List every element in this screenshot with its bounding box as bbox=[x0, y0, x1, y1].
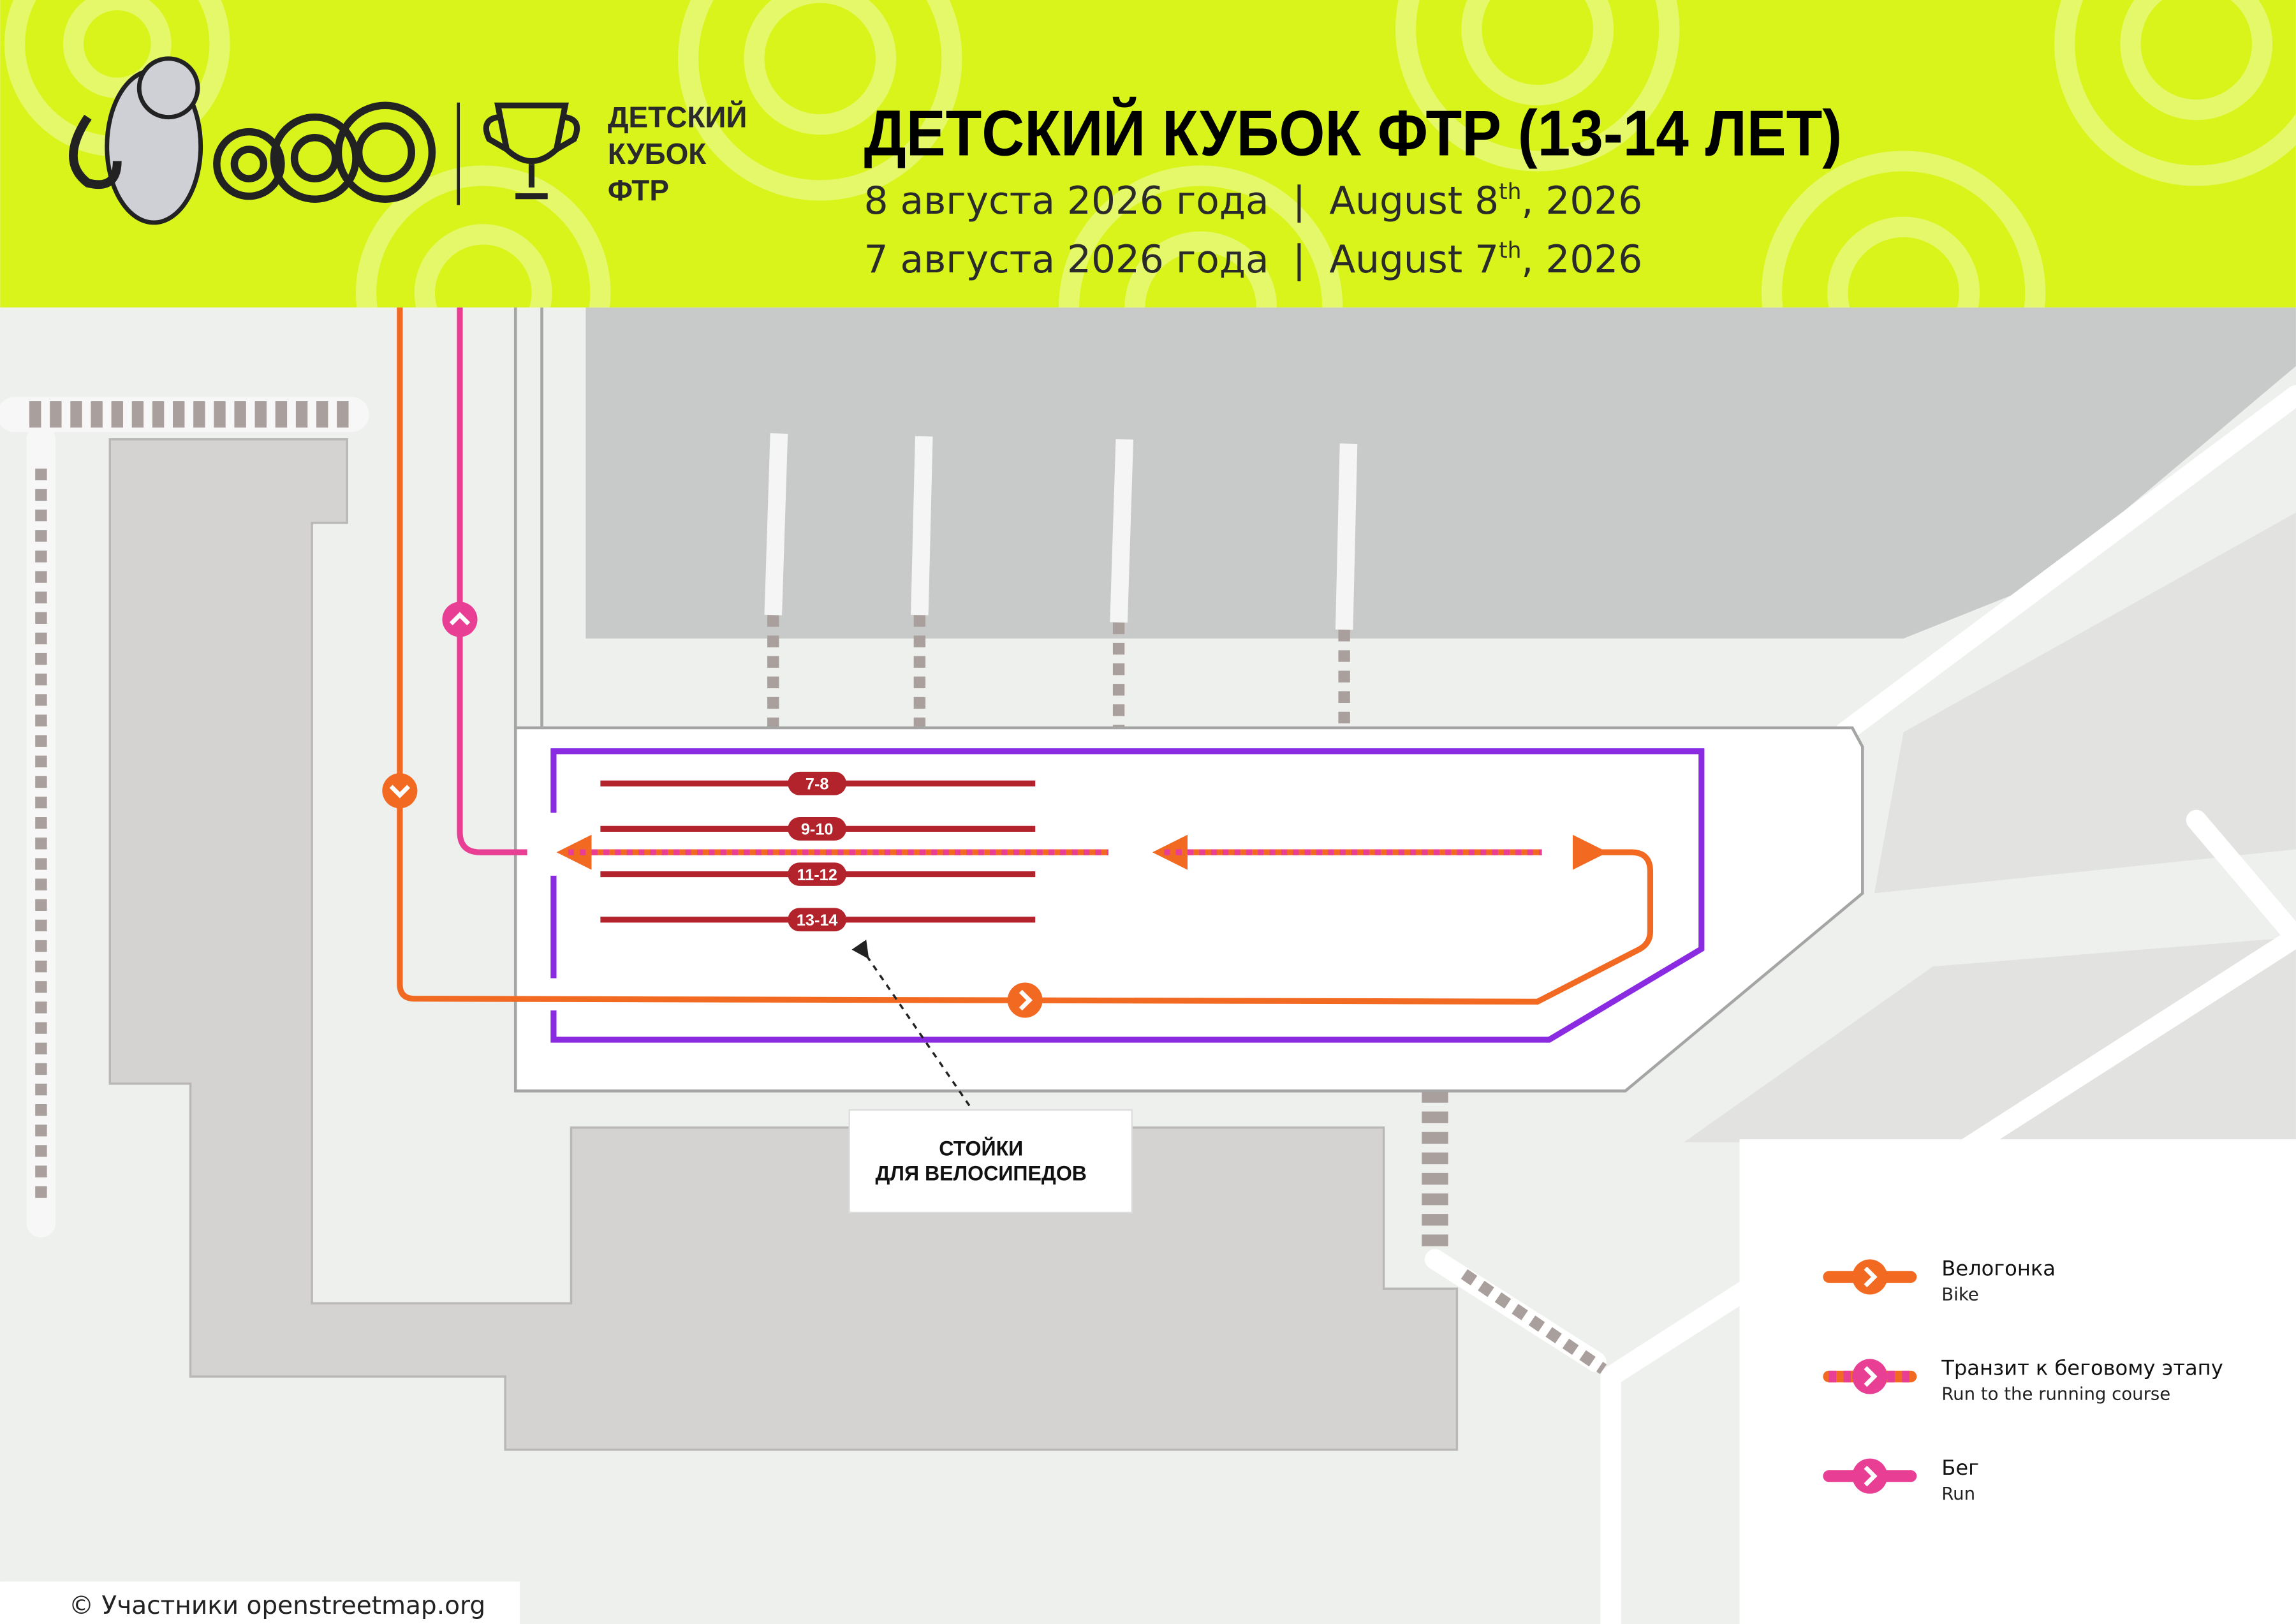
logo-text-line: КУБОК bbox=[608, 137, 707, 170]
event-date-2: 7 августа 2026 года | August 7th, 2026 bbox=[864, 238, 1643, 282]
transition-zone-boundary bbox=[550, 748, 1705, 1043]
run-direction-up-icon bbox=[442, 602, 478, 637]
date-en: August 7 bbox=[1329, 238, 1499, 282]
date-separator: | bbox=[1293, 238, 1306, 282]
logo-text-line: ДЕТСКИЙ bbox=[608, 101, 747, 134]
transit-route-icon bbox=[1852, 1359, 1888, 1394]
mascot-logo bbox=[69, 56, 436, 225]
parking-area bbox=[585, 307, 2296, 639]
building bbox=[1874, 512, 2296, 894]
legend-label-en: Run to the running course bbox=[1941, 1384, 2170, 1405]
callout-line1: СТОЙКИ bbox=[939, 1137, 1023, 1160]
legend-label-ru: Бег bbox=[1941, 1456, 1979, 1480]
event-date-1: 8 августа 2026 года | August 8th, 2026 bbox=[864, 179, 1643, 223]
bike-direction-down-icon bbox=[382, 773, 418, 809]
building bbox=[1684, 937, 2296, 1142]
date-separator: | bbox=[1293, 179, 1306, 223]
bike-direction-right-icon bbox=[1007, 982, 1043, 1018]
date-ru: 8 августа 2026 года bbox=[864, 179, 1269, 223]
callout-pointer bbox=[851, 940, 971, 1107]
header-banner bbox=[0, 0, 2296, 308]
legend-panel bbox=[1739, 1139, 2296, 1624]
legend-label-en: Run bbox=[1941, 1484, 1975, 1504]
legend-item-transit: Транзит к беговому этапу Run to the runn… bbox=[1823, 1356, 2223, 1405]
rack-label: 7-8 bbox=[806, 775, 829, 793]
date-en-sup: th bbox=[1499, 179, 1521, 205]
date-en-year: , 2026 bbox=[1521, 238, 1642, 282]
callout-line2: ДЛЯ ВЕЛОСИПЕДОВ bbox=[876, 1162, 1087, 1185]
legend-item-run: Бег Run bbox=[1823, 1456, 1979, 1504]
date-en: August 8 bbox=[1329, 179, 1499, 223]
rack-label: 11-12 bbox=[797, 866, 837, 884]
run-route bbox=[457, 307, 527, 855]
trophy-icon bbox=[483, 102, 580, 200]
road-edge bbox=[513, 307, 543, 728]
logo-text-line: ФТР bbox=[608, 174, 669, 207]
rack-label: 13-14 bbox=[797, 912, 838, 929]
footpaths bbox=[29, 401, 1607, 1375]
page-title: ДЕТСКИЙ КУБОК ФТР (13-14 ЛЕТ) bbox=[864, 97, 1843, 169]
parking-lanes bbox=[764, 433, 1358, 630]
legend-item-bike: Велогонка Bike bbox=[1823, 1257, 2056, 1305]
map-attribution: © Участники openstreetmap.org bbox=[69, 1591, 485, 1620]
callout-box bbox=[848, 1109, 1133, 1214]
legend-label-ru: Транзит к беговому этапу bbox=[1941, 1356, 2223, 1380]
rack-labels: 7-8 9-10 11-12 13-14 bbox=[788, 771, 847, 932]
date-en-sup: th bbox=[1499, 238, 1521, 263]
date-en-year: , 2026 bbox=[1521, 179, 1642, 223]
legend-label-en: Bike bbox=[1941, 1285, 1978, 1305]
run-route-icon bbox=[1852, 1458, 1888, 1494]
date-ru: 7 августа 2026 года bbox=[864, 238, 1269, 282]
rack-label: 9-10 bbox=[801, 821, 834, 839]
legend-label-ru: Велогонка bbox=[1941, 1257, 2056, 1281]
bike-route bbox=[397, 307, 1654, 1005]
bike-route-icon bbox=[1852, 1259, 1888, 1295]
